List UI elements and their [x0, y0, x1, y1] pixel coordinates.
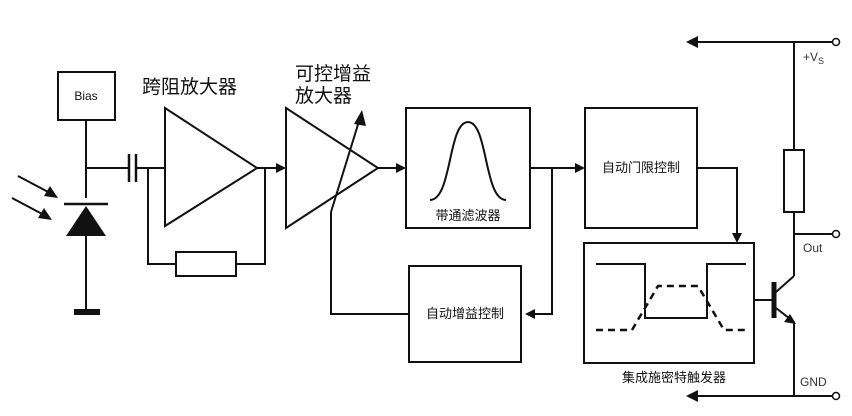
wire-agc-vga: [330, 212, 409, 315]
bandpass-label: 带通滤波器: [435, 209, 500, 224]
photodiode-symbol: [64, 202, 108, 315]
pullup-resistor: [783, 149, 805, 213]
light-arrows-icon: [11, 175, 58, 220]
out-label: Out: [803, 241, 823, 255]
wire-bpf-agc: [530, 168, 553, 315]
bias-label: Bias: [74, 89, 97, 103]
vga-label-line2: 放大器: [295, 85, 352, 107]
vga-label-line1: 可控增益: [295, 63, 371, 85]
tia-label: 跨阻放大器: [142, 76, 237, 98]
vga-triangle: [285, 106, 380, 230]
threshold-label: 自动门限控制: [602, 161, 680, 176]
output-transistor-symbol: [771, 275, 796, 324]
feedback-resistor: [147, 168, 266, 277]
vs-terminal: [831, 37, 841, 47]
gnd-label: GND: [800, 375, 827, 389]
schmitt-box: [583, 242, 755, 364]
gnd-terminal: [831, 391, 841, 401]
coupling-capacitor-symbol: [127, 154, 138, 182]
bandpass-curve: [429, 120, 507, 201]
schmitt-waveform: [596, 263, 746, 332]
schmitt-label: 集成施密特触发器: [622, 370, 726, 386]
vs-label: +VS: [803, 50, 824, 66]
agc-label: 自动增益控制: [426, 307, 504, 322]
agc-box: [408, 265, 522, 363]
vga-adjust-arrow: [330, 110, 366, 213]
wire-threshold-schmitt: [697, 167, 738, 238]
out-terminal: [831, 229, 841, 239]
tia-triangle: [164, 106, 259, 228]
